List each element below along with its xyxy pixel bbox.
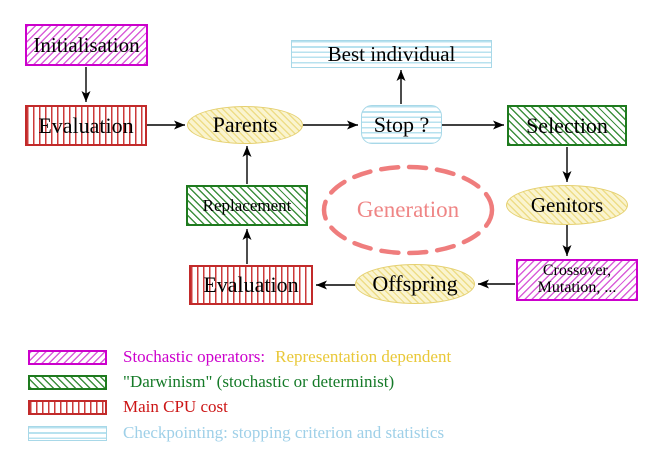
legend-swatch-cpu-cost bbox=[28, 399, 107, 415]
legend-label-stochastic-operators: Stochastic operators: bbox=[123, 347, 266, 366]
mutation-line: Mutation, ... bbox=[537, 279, 617, 296]
legend-swatch-checkpointing bbox=[28, 425, 107, 441]
legend-label-cpu-cost: Main CPU cost bbox=[123, 397, 228, 416]
legend-label-darwinism: "Darwinism" (stochastic or determinist) bbox=[123, 372, 395, 391]
evaluation-bottom-node: Evaluation bbox=[189, 265, 313, 305]
genitors-node: Genitors bbox=[506, 185, 628, 225]
best-individual-node: Best individual bbox=[291, 40, 492, 68]
selection-node: Selection bbox=[507, 105, 627, 146]
stop-node: Stop ? bbox=[361, 105, 442, 144]
generation-dashed-ellipse bbox=[321, 164, 495, 256]
legend-swatch-darwinism bbox=[28, 374, 107, 390]
crossover-mutation-node: Crossover, Mutation, ... bbox=[516, 259, 638, 301]
generation-label: Generation bbox=[356, 197, 460, 222]
legend-row-darwinism: "Darwinism" (stochastic or determinist) bbox=[28, 372, 394, 392]
legend-row-cpu-cost: Main CPU cost bbox=[28, 397, 228, 417]
legend-label-representation-dependent: Representation dependent bbox=[275, 347, 452, 366]
legend-row-checkpointing: Checkpointing: stopping criterion and st… bbox=[28, 423, 444, 443]
evaluation-top-node: Evaluation bbox=[25, 105, 147, 146]
parents-node: Parents bbox=[187, 106, 303, 144]
initialisation-node: Initialisation bbox=[25, 24, 148, 66]
crossover-line: Crossover, bbox=[542, 262, 612, 280]
legend-row-stochastic: Stochastic operators: Representation depe… bbox=[28, 347, 451, 367]
legend-label-checkpointing: Checkpointing: stopping criterion and st… bbox=[123, 423, 445, 442]
offspring-node: Offspring bbox=[355, 264, 475, 304]
legend-swatch-stochastic-operators bbox=[28, 349, 107, 365]
replacement-node: Replacement bbox=[186, 185, 308, 226]
